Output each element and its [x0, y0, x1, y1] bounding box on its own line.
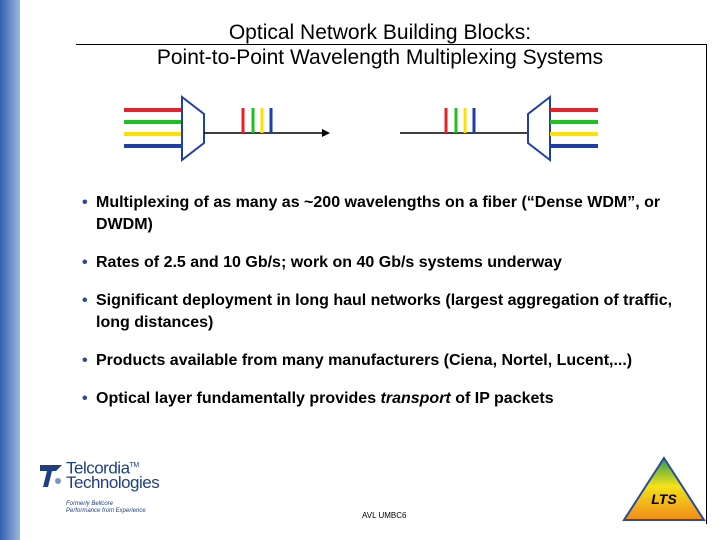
logo-name-line-1: TelcordiaTM — [66, 458, 140, 478]
telcordia-mark-icon — [40, 465, 62, 487]
demultiplexer — [527, 94, 551, 163]
fiber-arrow-1 — [322, 129, 330, 137]
output-wavelengths — [550, 108, 598, 148]
bullet-list: • Multiplexing of as many as ~200 wavele… — [82, 192, 682, 410]
bullet-dot-icon: • — [82, 352, 88, 369]
title-line-2: Point-to-Point Wavelength Multiplexing S… — [156, 46, 604, 69]
spectrum-bars-1 — [241, 108, 273, 133]
logo-tagline: Formerly Bellcore Performance from Exper… — [66, 501, 146, 514]
bullet-dot-icon: • — [82, 292, 88, 309]
bullet-text: Multiplexing of as many as ~200 waveleng… — [96, 194, 661, 233]
wdm-diagram — [124, 94, 598, 163]
lts-triangle-icon — [622, 456, 706, 521]
bullet-item: • Rates of 2.5 and 10 Gb/s; work on 40 G… — [82, 252, 682, 274]
emphasis-text: transport — [380, 390, 451, 407]
bullet-text: Rates of 2.5 and 10 Gb/s; work on 40 Gb/… — [96, 254, 562, 271]
input-wavelengths — [124, 108, 182, 148]
bullet-dot-icon: • — [82, 254, 88, 271]
logo-tm: TM — [129, 462, 140, 469]
bullet-item: • Multiplexing of as many as ~200 wavele… — [82, 192, 682, 236]
bullet-item: • Significant deployment in long haul ne… — [82, 290, 682, 334]
side-band — [0, 0, 20, 540]
bullet-dot-icon: • — [82, 194, 88, 211]
title-line-1: Optical Network Building Blocks: — [228, 21, 532, 44]
right-rule — [706, 44, 707, 524]
bullet-dot-icon: • — [82, 390, 88, 407]
bullet-item: • Products available from many manufactu… — [82, 350, 682, 372]
title-rule — [76, 44, 706, 45]
slide-title: Optical Network Building Blocks: Point-t… — [70, 20, 690, 70]
multiplexer — [181, 94, 205, 163]
bullet-text: Products available from many manufacture… — [96, 352, 633, 369]
bullet-item: • Optical layer fundamentally provides t… — [82, 388, 682, 410]
bullet-text: Significant deployment in long haul netw… — [96, 292, 673, 331]
telcordia-logo: TelcordiaTM Technologies Formerly Bellco… — [38, 455, 198, 520]
spectrum-bars-2 — [444, 108, 476, 133]
lts-text: LTS — [651, 491, 677, 507]
bullet-text: Optical layer fundamentally provides tra… — [96, 390, 554, 407]
footer-code: AVL UMBC6 — [362, 511, 407, 520]
lts-badge: LTS — [622, 456, 706, 521]
logo-name-line-2: Technologies — [66, 473, 160, 492]
